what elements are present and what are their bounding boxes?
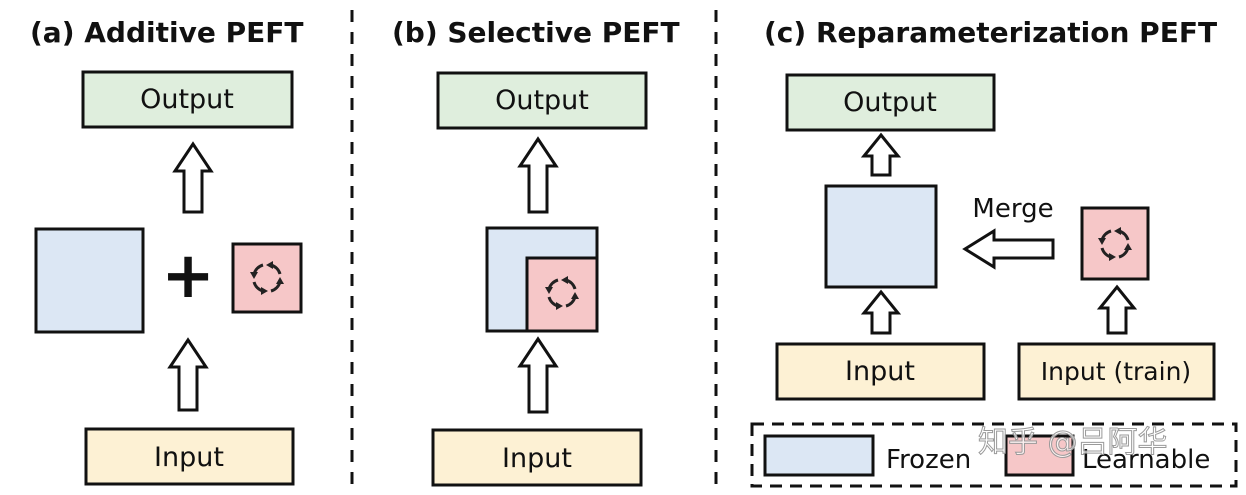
panel-b-output-box	[436, 71, 648, 130]
panel-c-input-train-label: Input (train)	[1041, 357, 1191, 386]
merge-label: Merge	[972, 194, 1053, 224]
panel-a-plus-operator: +	[161, 239, 215, 313]
panel-c-output-box	[785, 73, 996, 132]
panel-c-title: (c) Reparameterization PEFT	[764, 16, 1217, 49]
panel-b-arrow-top	[517, 136, 559, 214]
panel-c-output-label: Output	[843, 87, 937, 118]
panel-b-title: (b) Selective PEFT	[392, 16, 680, 49]
panel-b-input-label: Input	[502, 443, 572, 474]
merge-arrow	[962, 228, 1055, 270]
legend-learnable-swatch	[1004, 434, 1075, 477]
legend-learnable-label: Learnable	[1082, 445, 1210, 475]
panel-a-learnable-block	[231, 242, 303, 314]
panel-b-arrow-bottom	[517, 336, 559, 414]
panel-a-input-box	[84, 427, 295, 486]
panel-c-input-box	[775, 342, 986, 401]
legend-frame	[750, 422, 1238, 488]
panel-selective: (b) Selective PEFT Output Input	[392, 16, 680, 487]
panel-a-output-label: Output	[140, 84, 234, 115]
panel-additive: (a) Additive PEFT Output + Input	[30, 16, 303, 486]
panel-c-arrow-bottom-right	[1096, 284, 1138, 335]
legend: Frozen Learnable	[750, 422, 1238, 488]
legend-frozen-swatch	[763, 434, 875, 477]
refresh-cycle-icon	[1098, 227, 1132, 261]
panel-c-input-label: Input	[845, 356, 915, 387]
panel-c-arrow-bottom-left	[860, 289, 902, 335]
panel-a-arrow-top	[172, 141, 214, 214]
refresh-cycle-icon	[250, 261, 284, 295]
panel-b-learnable-subblock	[525, 256, 599, 333]
panel-c-frozen-block	[824, 184, 938, 289]
panel-b-input-box	[431, 428, 643, 487]
panel-a-title: (a) Additive PEFT	[30, 16, 303, 49]
legend-frozen-label: Frozen	[886, 445, 971, 475]
panel-a-output-box	[81, 70, 294, 129]
panel-c-input-train-box	[1017, 342, 1216, 401]
panel-a-input-label: Input	[154, 442, 224, 473]
panel-a-frozen-block	[34, 227, 145, 334]
panel-c-arrow-top	[860, 132, 902, 177]
refresh-cycle-icon	[545, 276, 579, 310]
panel-b-output-label: Output	[495, 85, 589, 116]
panel-c-learnable-block	[1080, 206, 1150, 281]
panel-a-arrow-bottom	[167, 337, 209, 412]
watermark: 知乎 @吕阿华	[978, 425, 1168, 460]
panel-reparameterization: (c) Reparameterization PEFT Output Merge…	[764, 16, 1217, 401]
